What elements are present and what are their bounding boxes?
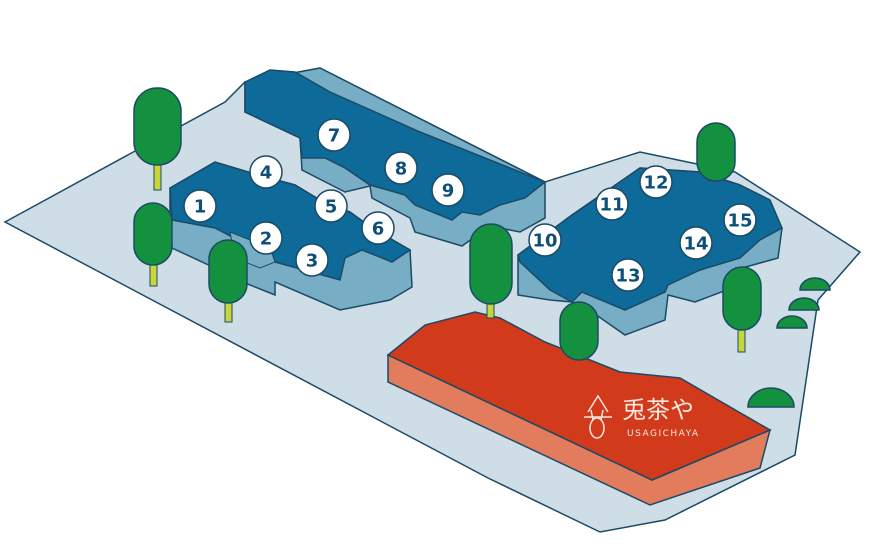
cabin-number-badge (249, 155, 283, 189)
trees (133, 87, 762, 361)
shrub-icon (776, 315, 808, 329)
cabin-number-label: 14 (683, 234, 708, 255)
tree-icon (469, 223, 513, 319)
cabin-number-badge (611, 258, 645, 292)
restaurant-name-jp: 兎茶や (622, 396, 694, 424)
cabin-number-label: 5 (325, 197, 338, 218)
cabin-number-badge (361, 211, 395, 245)
cabin-number-label: 9 (442, 181, 455, 202)
cabin-number-badge (639, 165, 673, 199)
shrub-icon (747, 387, 795, 408)
cabin-number-label: 15 (727, 211, 752, 232)
cabin-number-badge (723, 203, 757, 237)
cabin-number-4[interactable]: 4 (249, 155, 283, 189)
cabin-number-11[interactable]: 11 (595, 187, 629, 221)
restaurant-building: 兎茶や USAGICHAYA (386, 311, 772, 506)
tree-icon (133, 202, 173, 287)
cabin-number-label: 2 (260, 229, 273, 250)
cabin-number-badge (295, 243, 329, 277)
cabin-number-label: 6 (372, 219, 385, 240)
tree-icon (722, 266, 762, 353)
cabin-number-2[interactable]: 2 (249, 221, 283, 255)
cabin-number-6[interactable]: 6 (361, 211, 395, 245)
cabin-number-label: 7 (328, 126, 341, 147)
cabin-number-12[interactable]: 12 (639, 165, 673, 199)
tree-icon (133, 87, 182, 191)
tree-icon (559, 301, 599, 361)
cabin-number-label: 12 (643, 173, 668, 194)
cabin-number-badge (314, 189, 348, 223)
shrub-icon (799, 277, 831, 291)
cabin-number-14[interactable]: 14 (679, 226, 713, 260)
cabin-number-1[interactable]: 1 (183, 189, 217, 223)
cabin-number-13[interactable]: 13 (611, 258, 645, 292)
cabin-number-badge (183, 189, 217, 223)
cabin-number-label: 11 (599, 195, 624, 216)
cabin-number-badge (384, 151, 418, 185)
cabin-number-label: 13 (615, 266, 640, 287)
cabin-block-left (169, 161, 413, 311)
cabin-number-3[interactable]: 3 (295, 243, 329, 277)
tree-icon (208, 239, 248, 323)
cabin-number-badge (249, 221, 283, 255)
cabin-block-center-roof (244, 69, 547, 221)
rabbit-teahouse-logo-icon (584, 394, 612, 439)
cabin-number-label: 4 (260, 163, 273, 184)
cabin-number-label: 3 (306, 251, 319, 272)
cabin-number-15[interactable]: 15 (723, 203, 757, 237)
restaurant-name-en: USAGICHAYA (627, 429, 700, 439)
shrubs (747, 277, 831, 408)
cabin-number-badge (431, 173, 465, 207)
cabin-number-label: 10 (532, 231, 557, 252)
cabin-number-label: 1 (194, 197, 207, 218)
shrub-icon (788, 297, 820, 311)
cabin-number-label: 8 (395, 159, 408, 180)
cabin-number-7[interactable]: 7 (317, 118, 351, 152)
cabin-block-right (517, 167, 783, 336)
tree-icon (696, 122, 736, 182)
cabin-block-right-roof (517, 167, 783, 311)
cabin-number-badge (595, 187, 629, 221)
cabin-number-10[interactable]: 10 (528, 223, 562, 257)
cabin-number-8[interactable]: 8 (384, 151, 418, 185)
cabin-number-badge (528, 223, 562, 257)
cabin-number-badge (317, 118, 351, 152)
cabin-number-9[interactable]: 9 (431, 173, 465, 207)
cabin-number-5[interactable]: 5 (314, 189, 348, 223)
cabin-number-badge (679, 226, 713, 260)
